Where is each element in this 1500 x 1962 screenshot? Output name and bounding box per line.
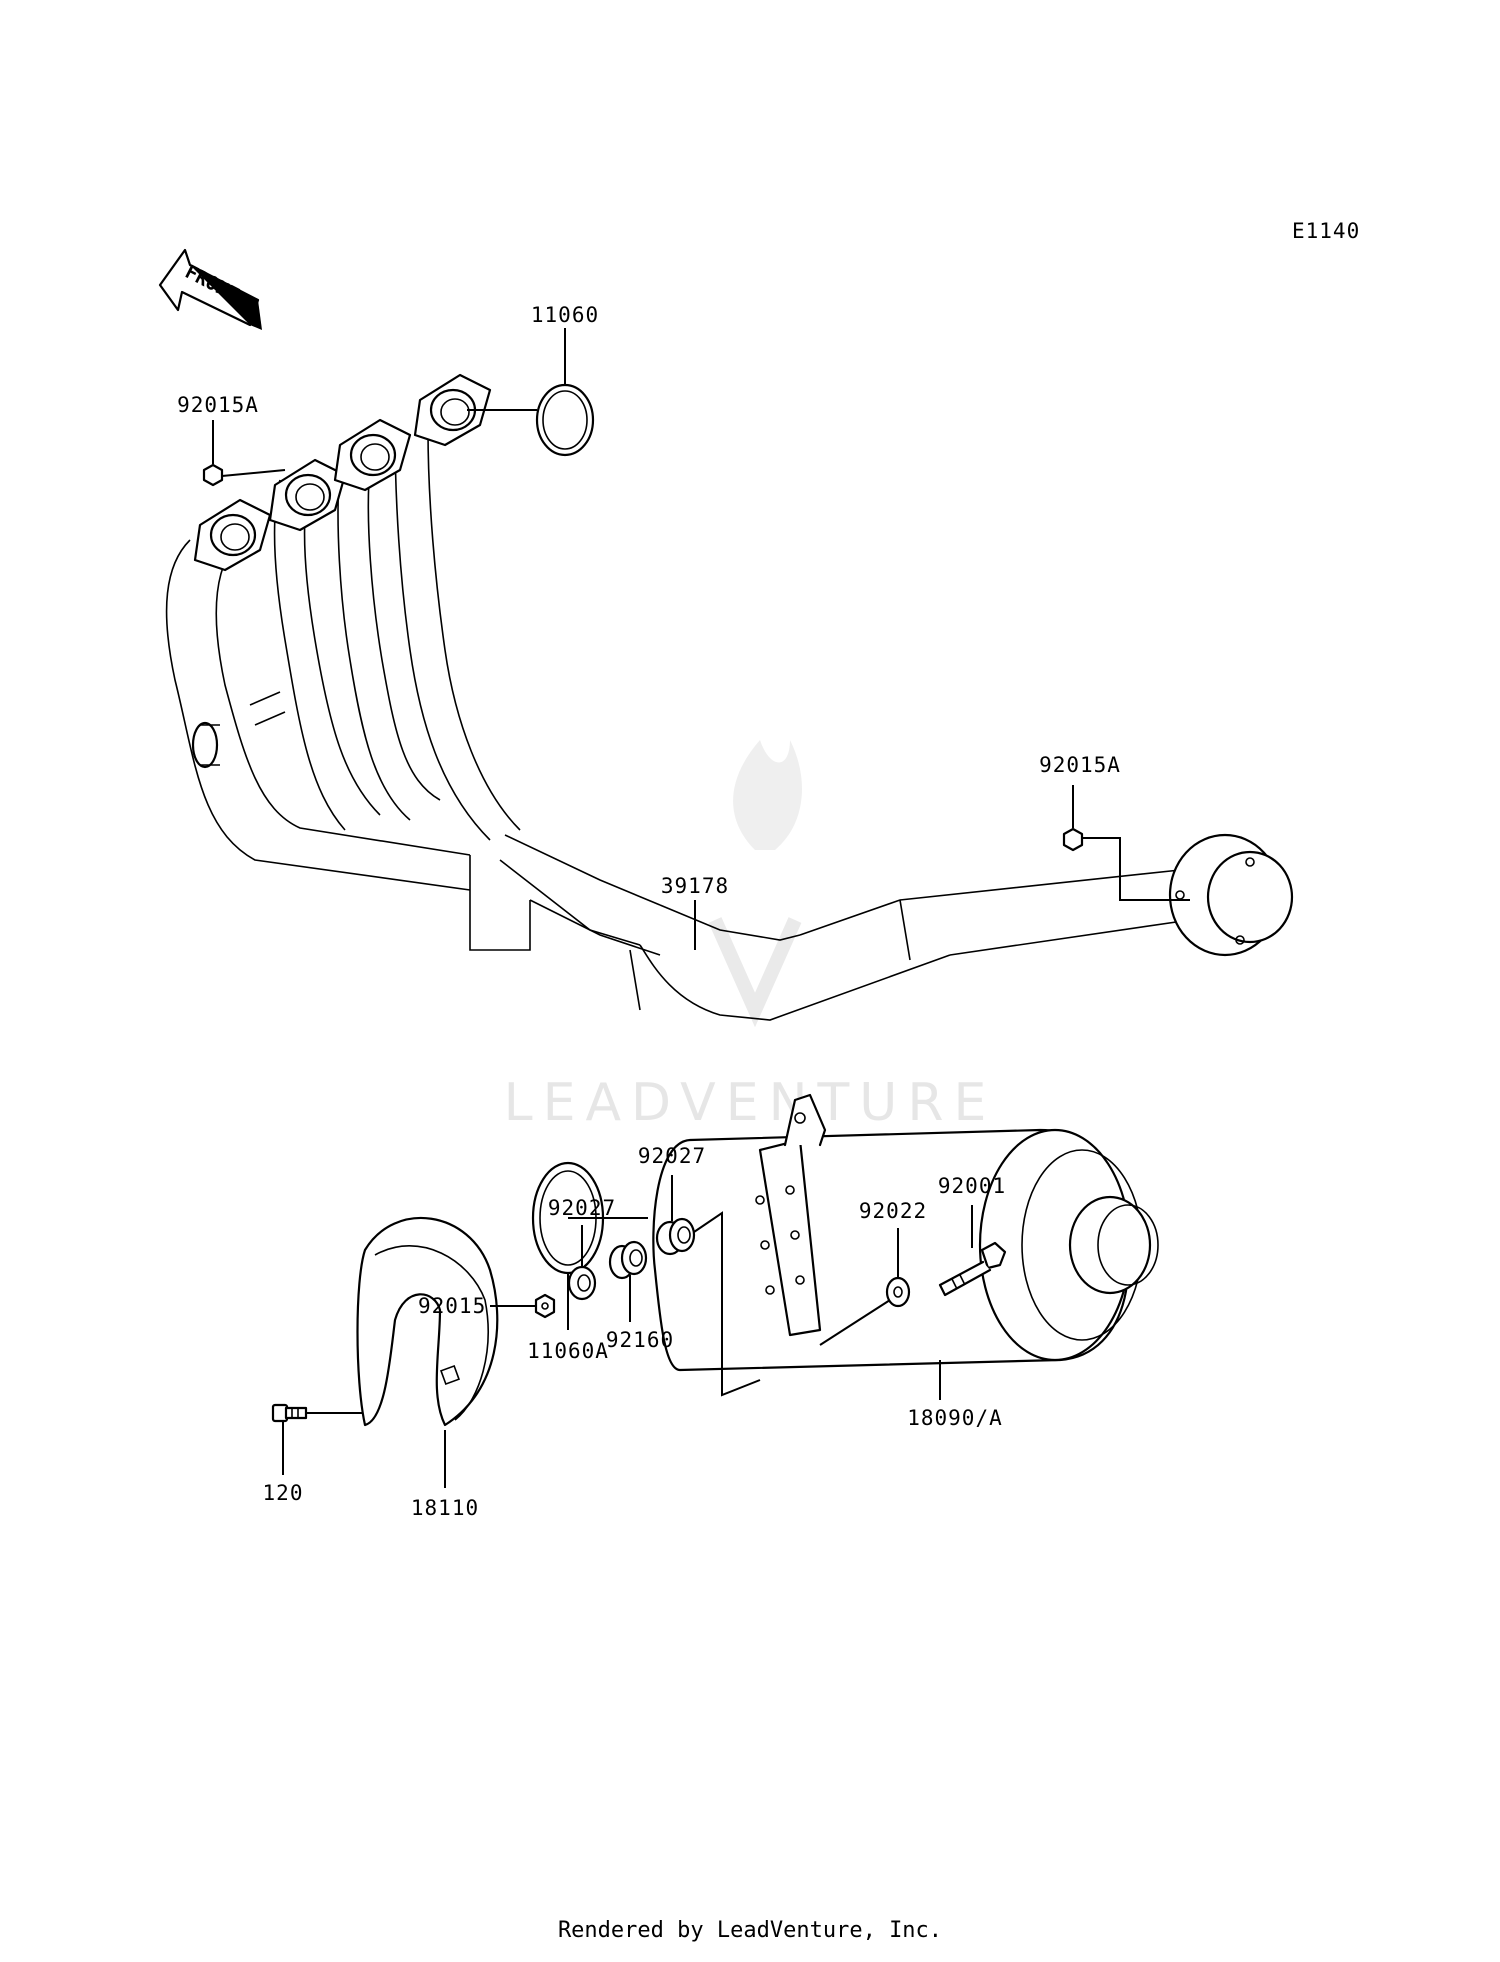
front-arrow-icon: FRONT [158, 248, 262, 330]
collar-92027-right [655, 1217, 696, 1256]
callout-11060A: 11060A [527, 1339, 609, 1363]
watermark: LEADVENTURE [504, 740, 997, 1133]
callout-120: 120 [263, 1481, 304, 1505]
callout-11060: 11060 [531, 303, 599, 327]
callout-92001: 92001 [938, 1174, 1006, 1198]
callout-18090A: 18090/A [907, 1406, 1003, 1430]
nut-92015A-right [1062, 827, 1084, 852]
exhaust-header-pipes [165, 429, 1191, 1021]
callout-92160: 92160 [606, 1328, 674, 1352]
bolt-120 [271, 1403, 308, 1423]
callout-92015A-right: 92015A [1039, 753, 1121, 777]
callout-92015A-top: 92015A [177, 393, 259, 417]
bolt-92001 [938, 1241, 1007, 1297]
nut-92015 [534, 1293, 556, 1319]
collar-92027-left [567, 1265, 597, 1301]
callout-39178: 39178 [661, 874, 729, 898]
diagram-code: E1140 [1292, 219, 1360, 243]
header-flanges [193, 373, 492, 572]
callout-92022: 92022 [859, 1199, 927, 1223]
callout-18110: 18110 [411, 1496, 479, 1520]
muffler-18090A [652, 1093, 1159, 1372]
footer-credit: Rendered by LeadVenture, Inc. [557, 1918, 943, 1943]
nut-92015A-top [202, 463, 224, 487]
collector-outlet-flange [1168, 833, 1294, 957]
heat-shield-18110 [356, 1217, 499, 1427]
watermark-text: LEADVENTURE [504, 1073, 997, 1133]
callout-92027-left: 92027 [548, 1196, 616, 1220]
grommet-92160 [608, 1240, 648, 1280]
washer-92022 [885, 1276, 911, 1308]
callout-92027-right: 92027 [638, 1144, 706, 1168]
gasket-11060 [535, 383, 595, 457]
callout-92015: 92015 [418, 1294, 486, 1318]
